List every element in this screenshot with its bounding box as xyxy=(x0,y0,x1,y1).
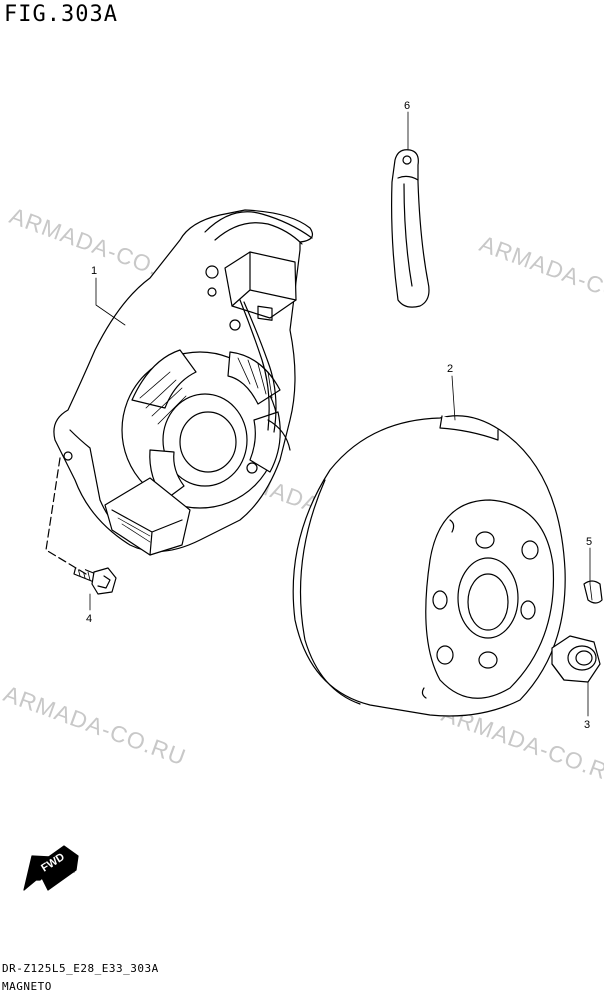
group-name: MAGNETO xyxy=(2,980,52,993)
model-code: DR-Z125L5_E28_E33_303A xyxy=(2,962,159,975)
clamp-part xyxy=(391,149,430,308)
callout-numbers: 6 1 2 5 4 3 xyxy=(86,100,592,731)
callout-2: 2 xyxy=(447,363,453,375)
stator-assembly-part xyxy=(53,209,313,556)
leader-lines xyxy=(89,111,591,717)
nut-part xyxy=(551,635,601,683)
callout-6: 6 xyxy=(404,100,410,112)
callout-5: 5 xyxy=(586,536,592,548)
forward-direction-badge: FWD xyxy=(23,845,79,891)
callout-4: 4 xyxy=(86,613,92,625)
watermark-text: ARMADA-CO.RU xyxy=(476,230,604,320)
callout-3: 3 xyxy=(584,719,590,731)
watermark-text: ARMADA-CO.RU xyxy=(0,680,189,770)
callout-1: 1 xyxy=(91,265,97,277)
bolt-part xyxy=(45,457,117,595)
figure-title: FIG.303A xyxy=(4,2,118,27)
key-part xyxy=(583,580,603,604)
flywheel-rotor-part xyxy=(292,415,566,717)
